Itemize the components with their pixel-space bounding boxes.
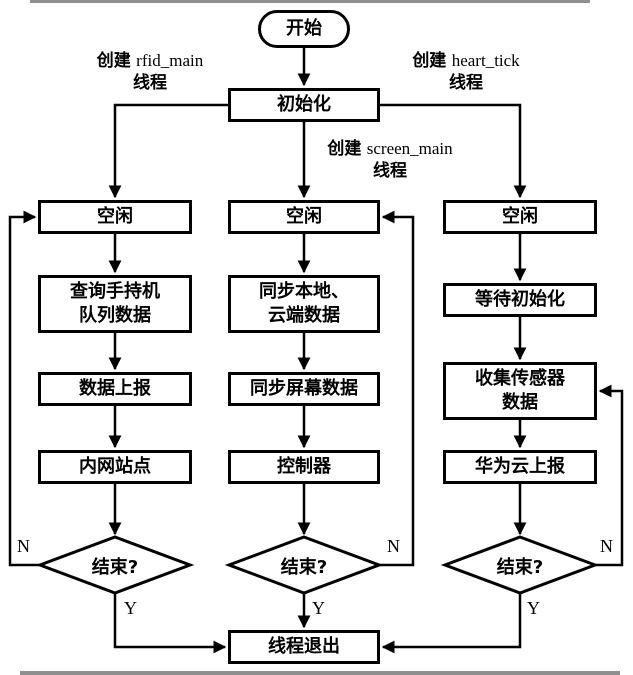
- yes-label-middle: Y: [312, 598, 325, 618]
- branch-label-heart-tick: 创建 heart_tick 线程: [392, 50, 540, 94]
- branch-label-line1: 创建 screen_main: [327, 139, 453, 159]
- no-label-right: N: [600, 536, 613, 556]
- loop-left-no: [8, 210, 40, 567]
- yes-label-left: Y: [124, 598, 137, 618]
- node-data-report: 数据上报: [38, 372, 192, 406]
- decision-middle-label: 结束?: [280, 557, 328, 578]
- decision-right-label: 结束?: [496, 557, 544, 578]
- decision-right-shape: [440, 535, 600, 595]
- node-idle-left: 空闲: [38, 200, 192, 234]
- node-sync-screen-data: 同步屏幕数据: [228, 372, 380, 406]
- node-start: 开始: [258, 10, 350, 48]
- branch-label-rfid-main: 创建 rfid_main 线程: [76, 50, 224, 94]
- node-intranet-site: 内网站点: [38, 450, 192, 484]
- branch-label-line1: 创建 heart_tick: [412, 51, 520, 71]
- node-init: 初始化: [228, 88, 380, 122]
- edge-right-yes: [381, 593, 522, 654]
- loop-right-no: [595, 384, 624, 567]
- edge-branch-right: [380, 103, 527, 199]
- node-idle-middle: 空闲: [228, 200, 380, 234]
- decision-middle-shape: [224, 535, 384, 595]
- scan-artifact-bottom: [20, 671, 620, 675]
- branch-label-line2: 线程: [449, 73, 483, 94]
- node-idle-right: 空闲: [443, 200, 597, 234]
- no-label-middle: N: [387, 536, 400, 556]
- scan-artifact-top: [30, 0, 590, 3]
- node-thread-exit: 线程退出: [228, 630, 380, 664]
- node-wait-init: 等待初始化: [443, 283, 597, 317]
- branch-label-line2: 线程: [373, 161, 407, 182]
- branch-label-screen-main: 创建 screen_main 线程: [314, 138, 466, 182]
- node-collect-sensor-data: 收集传感器 数据: [443, 362, 597, 420]
- node-controller: 控制器: [228, 450, 380, 484]
- decision-left-label: 结束?: [91, 557, 139, 578]
- node-query-handheld-queue: 查询手持机 队列数据: [38, 275, 192, 333]
- decision-left-shape: [35, 535, 195, 595]
- node-huawei-cloud-report: 华为云上报: [443, 450, 597, 484]
- edge-left-yes: [113, 593, 227, 654]
- branch-label-line1: 创建 rfid_main: [96, 51, 204, 71]
- edge-branch-left: [108, 103, 228, 199]
- loop-middle-no: [379, 210, 415, 567]
- node-sync-local-cloud: 同步本地、 云端数据: [228, 275, 380, 333]
- no-label-left: N: [17, 536, 30, 556]
- branch-label-line2: 线程: [133, 73, 167, 94]
- yes-label-right: Y: [527, 598, 540, 618]
